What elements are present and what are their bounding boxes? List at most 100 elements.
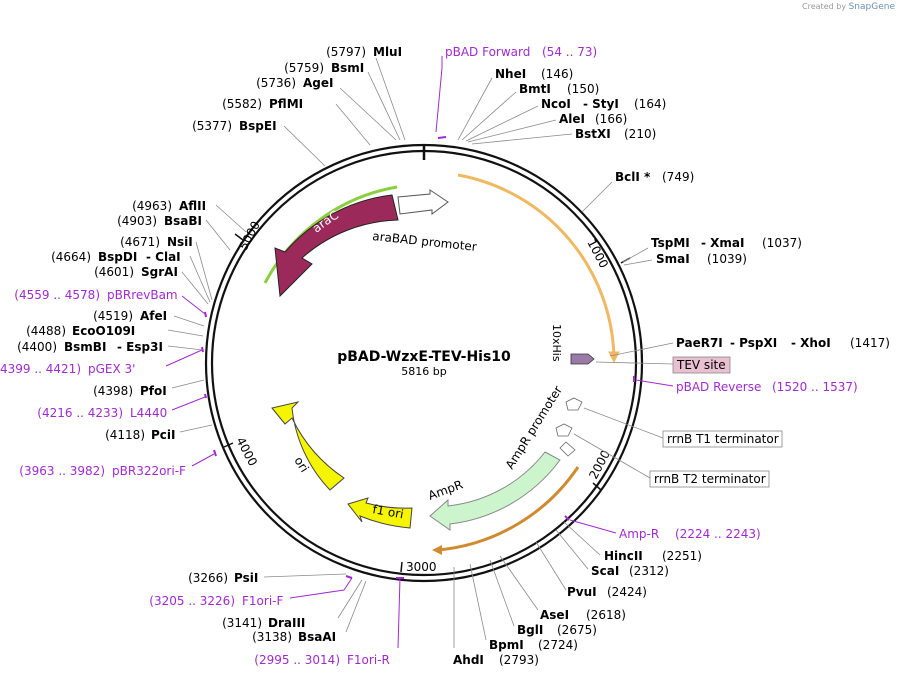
arac-feature-arrow[interactable] — [274, 194, 399, 298]
svg-text:(2724): (2724) — [538, 638, 578, 652]
site-scai[interactable]: ScaI (2312) — [555, 529, 669, 578]
site-tspmi-xmai[interactable]: TspMI - XmaI (1037) — [622, 236, 802, 263]
site-mlui[interactable]: (5797) MluI — [326, 45, 406, 141]
svg-text:BsaAI: BsaAI — [298, 630, 336, 644]
svg-text:BsmBI: BsmBI — [64, 340, 106, 354]
svg-text:L4440: L4440 — [130, 406, 167, 420]
svg-text:BsaBI: BsaBI — [164, 214, 202, 228]
his-tag-label: 10xHis — [550, 324, 563, 362]
svg-text:BmtI: BmtI — [519, 82, 551, 96]
svg-text:(749): (749) — [662, 170, 694, 184]
svg-text:(4398): (4398) — [93, 384, 133, 398]
site-psii[interactable]: (3266) PsiI — [188, 571, 347, 585]
primer-pbad-reverse[interactable]: pBAD Reverse (1520 .. 1537) — [635, 379, 858, 394]
site-nhei[interactable]: NheI (146) — [457, 67, 573, 141]
rrnb-t1-box[interactable] — [662, 430, 783, 448]
svg-text:BglI: BglI — [517, 623, 543, 637]
site-alei[interactable]: AleI (166) — [467, 112, 627, 143]
svg-text:PflMI: PflMI — [269, 97, 303, 111]
tick-label-3000: 3000 — [406, 560, 437, 574]
site-sgrai[interactable]: (4601) SgrAI — [94, 265, 209, 305]
ampr-feature-arrow[interactable] — [429, 451, 561, 531]
svg-text:PfoI: PfoI — [140, 384, 167, 398]
svg-text:(2995 .. 3014): (2995 .. 3014) — [254, 653, 340, 667]
tev-site-box[interactable] — [672, 356, 731, 374]
primer-amp-r[interactable]: Amp-R (2224 .. 2243) — [569, 519, 761, 541]
svg-text:(166): (166) — [595, 112, 627, 126]
site-afei[interactable]: (4519) AfeI — [93, 309, 205, 327]
site-bstxi[interactable]: BstXI (210) — [471, 127, 656, 145]
primer-pgex3[interactable]: (4399 .. 4421) pGEX 3' — [0, 349, 203, 376]
svg-text:(3266): (3266) — [188, 571, 228, 585]
site-pflmi[interactable]: (5582) PflMI — [222, 97, 371, 146]
site-bpmi[interactable]: BpmI (2724) — [469, 563, 578, 652]
rrnb-t2-symbol[interactable] — [555, 423, 573, 437]
site-pcii[interactable]: (4118) PciI — [105, 424, 213, 442]
svg-text:(146): (146) — [541, 67, 573, 81]
svg-text:SgrAI: SgrAI — [141, 265, 178, 279]
site-hincii[interactable]: HincII (2251) — [563, 521, 702, 563]
ampr-promoter-arrow[interactable] — [559, 441, 576, 457]
svg-text:NsiI: NsiI — [167, 235, 193, 249]
svg-text:(210): (210) — [624, 127, 656, 141]
site-ncoi-styi[interactable]: NcoI - StyI (164) — [465, 97, 666, 142]
svg-text:(3141): (3141) — [222, 616, 262, 630]
site-agei[interactable]: (5736) AgeI — [256, 76, 397, 141]
site-nsii[interactable]: (4671) NsiI — [120, 235, 213, 301]
primer-pbad-forward[interactable]: pBAD Forward (54 .. 73) — [435, 45, 597, 133]
svg-text:BclI *: BclI * — [615, 170, 651, 184]
svg-text:(150): (150) — [567, 82, 599, 96]
svg-text:(5377): (5377) — [192, 119, 232, 133]
site-aflii[interactable]: (4963) AflII — [132, 199, 247, 233]
site-ecoo109i[interactable]: (4488) EcoO109I — [26, 324, 204, 338]
primer-l4440[interactable]: (4216 .. 4233) L4440 — [37, 396, 206, 420]
plasmid-size: 5816 bp — [401, 365, 446, 378]
svg-text:F1ori-R: F1ori-R — [347, 653, 390, 667]
svg-text:(2793): (2793) — [499, 653, 539, 667]
svg-text:(5797): (5797) — [326, 45, 366, 59]
svg-text:(2312): (2312) — [629, 564, 669, 578]
svg-text:pGEX 3': pGEX 3' — [88, 362, 135, 376]
primer-f1ori-r[interactable]: (2995 .. 3014) F1ori-R — [254, 577, 401, 667]
svg-text:- Esp3I: - Esp3I — [117, 340, 163, 354]
site-bspdi-clai[interactable]: (4664) BspDI - ClaI — [51, 250, 211, 303]
svg-text:PaeR7I: PaeR7I — [676, 336, 723, 350]
site-pvui[interactable]: PvuI (2424) — [535, 541, 647, 599]
his-tag-feature[interactable] — [570, 353, 595, 365]
f1-ori-arrow[interactable] — [347, 497, 413, 529]
svg-text:AseI: AseI — [540, 608, 569, 622]
svg-text:(2675): (2675) — [557, 623, 597, 637]
svg-text:(1039): (1039) — [707, 252, 747, 266]
site-bsaai[interactable]: (3138) BsaAI — [252, 580, 367, 644]
svg-text:EcoO109I: EcoO109I — [72, 324, 135, 338]
rrnb-t1-symbol[interactable] — [565, 397, 583, 411]
primer-f1ori-f[interactable]: (3205 .. 3226) F1ori-F — [149, 577, 353, 608]
site-bsmbi-esp3i[interactable]: (4400) BsmBI - Esp3I — [17, 340, 204, 354]
svg-text:(5582): (5582) — [222, 97, 262, 111]
site-bgli[interactable]: BglI (2675) — [489, 559, 597, 637]
svg-text:NcoI: NcoI — [541, 97, 571, 111]
primer-pbr322ori-f[interactable]: (3963 .. 3982) pBR322ori-F — [19, 453, 215, 478]
site-ahdi[interactable]: AhdI (2793) — [453, 567, 539, 667]
primer-pbrrevbam[interactable]: (4559 .. 4578) pBRrevBam — [14, 288, 206, 315]
svg-text:AhdI: AhdI — [453, 653, 484, 667]
site-bsabi[interactable]: (4903) BsaBI — [117, 214, 231, 251]
svg-text:(4488): (4488) — [26, 324, 66, 338]
site-asei[interactable]: AseI (2618) — [499, 555, 626, 622]
site-bsmi[interactable]: (5759) BsmI — [284, 61, 401, 141]
arabad-promoter-arrow[interactable] — [397, 189, 449, 215]
site-bspei[interactable]: (5377) BspEI — [192, 119, 326, 167]
rrnb-t2-box[interactable] — [649, 470, 770, 488]
site-smai[interactable]: SmaI (1039) — [623, 252, 747, 266]
svg-text:AflII: AflII — [179, 199, 206, 213]
svg-text:(2424): (2424) — [607, 585, 647, 599]
svg-text:BstXI: BstXI — [575, 127, 611, 141]
site-bmti[interactable]: BmtI (150) — [461, 82, 599, 141]
svg-text:(5736): (5736) — [256, 76, 296, 90]
ori-arrow[interactable] — [271, 401, 345, 491]
site-bcli[interactable]: BclI * (749) — [581, 170, 694, 213]
svg-text:- XhoI: - XhoI — [791, 336, 831, 350]
site-paer7i-pspxi-xhoi[interactable]: PaeR7I - PspXI - XhoI (1417) — [609, 336, 890, 357]
site-draiii[interactable]: (3141) DraIII — [222, 579, 363, 630]
site-pfoi[interactable]: (4398) PfoI — [93, 379, 205, 398]
